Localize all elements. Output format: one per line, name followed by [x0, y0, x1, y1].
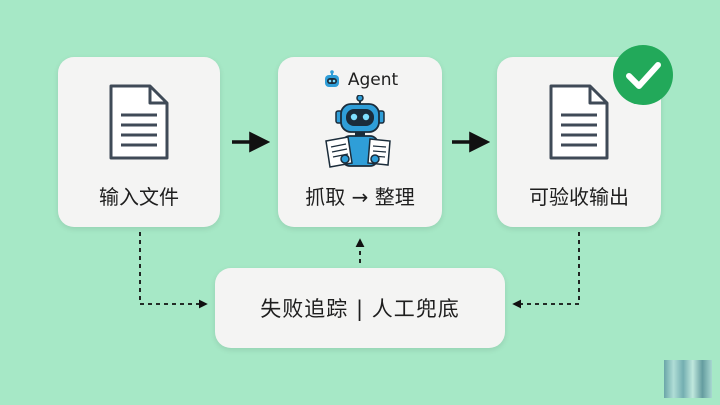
step-label-output: 可验收输出 — [529, 185, 629, 209]
watermark-thumbnail — [664, 360, 712, 398]
step-label-input: 输入文件 — [99, 185, 179, 209]
agent-tag: Agent — [278, 69, 442, 91]
step-card-agent: Agent 抓取 → 整理 — [278, 57, 442, 227]
dashed-output-to-fallback — [512, 232, 580, 309]
agent-tag-label: Agent — [347, 70, 399, 90]
check-badge-icon — [613, 45, 673, 105]
document-icon — [109, 84, 169, 160]
document-icon — [549, 84, 609, 160]
step-card-input: 输入文件 — [58, 57, 220, 227]
dashed-input-to-fallback — [139, 232, 208, 309]
fallback-label: 失败追踪 | 人工兜底 — [260, 297, 460, 321]
step-label-agent: 抓取 → 整理 — [305, 185, 415, 209]
robot-reading-icon — [325, 95, 391, 168]
fallback-card: 失败追踪 | 人工兜底 — [215, 268, 505, 348]
robot-head-icon — [324, 70, 339, 87]
